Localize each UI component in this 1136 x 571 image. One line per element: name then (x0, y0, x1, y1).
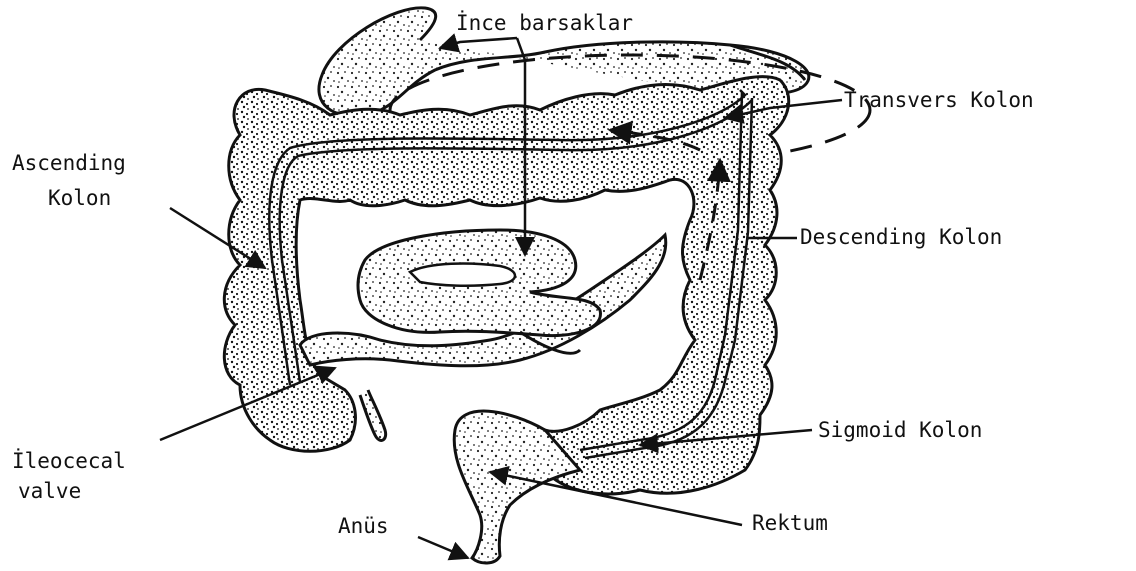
label-sigmoid-colon: Sigmoid Kolon (818, 418, 982, 442)
label-descending-colon: Descending Kolon (800, 225, 1002, 249)
label-transverse-colon: Transvers Kolon (844, 88, 1034, 112)
small-intestine-lower (300, 230, 666, 366)
appendix (360, 390, 386, 440)
label-small-intestines: İnce barsaklar (456, 10, 633, 35)
label-ileocecal-line2: valve (18, 479, 81, 503)
label-ascending-line2: Kolon (48, 186, 111, 210)
label-ascending-line1: Ascending (12, 151, 126, 175)
label-ileocecal-line1: İleocecal (12, 448, 126, 473)
label-anus: Anüs (338, 514, 389, 538)
label-rectum: Rektum (752, 511, 828, 535)
